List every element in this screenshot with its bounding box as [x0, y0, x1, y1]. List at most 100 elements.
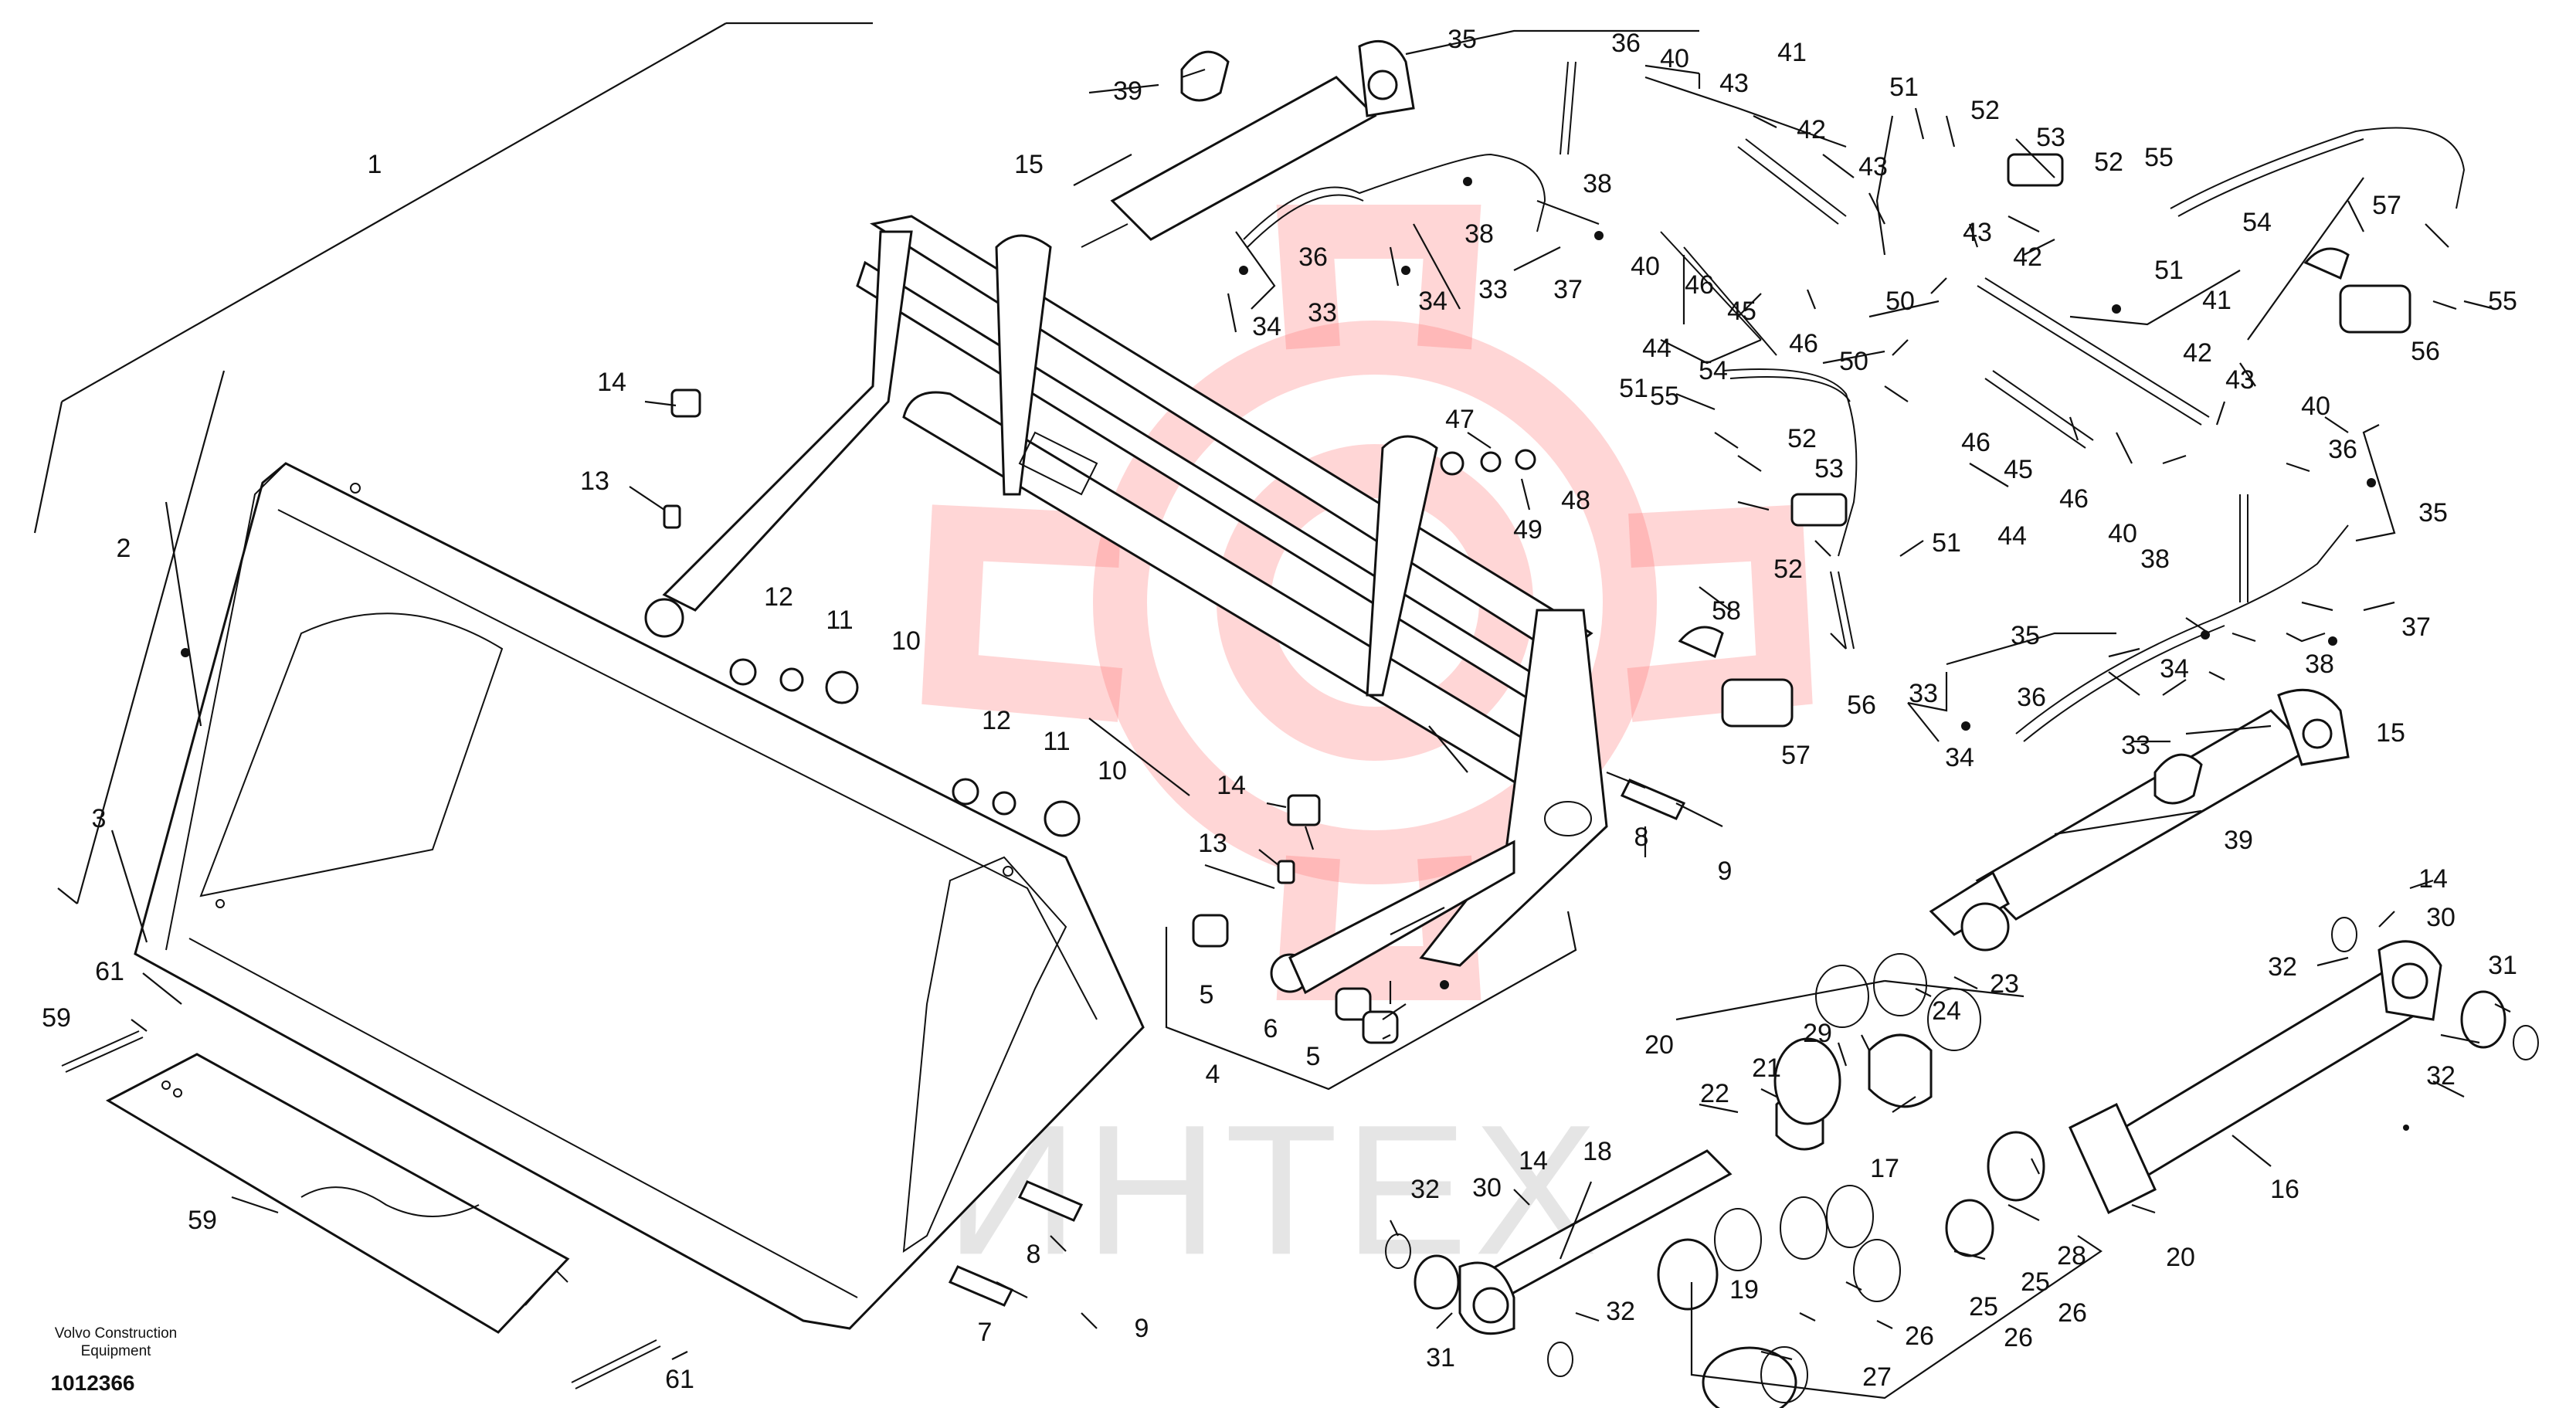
callout-29: 29 — [1803, 1019, 1832, 1048]
callout-55b: 55 — [2488, 287, 2517, 316]
callout-38a: 38 — [1464, 219, 1494, 249]
callout-52d: 52 — [1773, 555, 1803, 584]
fittings — [1678, 153, 2411, 728]
cutting-edge-plate — [105, 1053, 570, 1334]
callout-40b: 40 — [1631, 252, 1660, 281]
callout-26a: 26 — [2004, 1323, 2033, 1352]
callout-2: 2 — [117, 534, 131, 563]
brand-line-2: Equipment — [81, 1343, 152, 1359]
callout-8b: 8 — [1027, 1240, 1041, 1269]
callout-44a: 44 — [1642, 334, 1672, 363]
callout-7: 7 — [978, 1318, 993, 1347]
callout-12b: 12 — [982, 706, 1011, 735]
callout-37a: 37 — [1553, 275, 1583, 304]
callout-36a: 36 — [1611, 29, 1641, 58]
reference-dots — [181, 177, 2409, 1131]
callout-11b: 11 — [1043, 727, 1070, 756]
callout-36b: 36 — [1298, 243, 1328, 272]
callout-23: 23 — [1990, 969, 2019, 999]
small-parts — [663, 388, 1686, 1307]
callout-32b: 32 — [1606, 1297, 1635, 1326]
callout-4: 4 — [1206, 1060, 1220, 1089]
callouts: 1 2 3 4 5 5 6 7 8 8 9 9 10 10 11 11 12 1… — [42, 25, 2517, 1394]
callout-38d: 38 — [2305, 650, 2334, 679]
callout-22: 22 — [1700, 1079, 1729, 1108]
brand-line-1: Volvo Construction — [55, 1325, 177, 1342]
coupler-frame — [644, 215, 1608, 995]
callout-30a: 30 — [1472, 1173, 1502, 1203]
callout-38c: 38 — [2140, 545, 2170, 574]
callout-24: 24 — [1932, 996, 1961, 1026]
bucket — [134, 462, 1145, 1330]
callout-27: 27 — [1862, 1362, 1892, 1392]
callout-46a: 46 — [1685, 270, 1714, 300]
watermark-text: ИНТЕХ — [945, 1086, 1604, 1293]
callout-44b: 44 — [1997, 521, 2027, 551]
tilt-cylinder — [1385, 917, 2539, 1408]
callout-36d: 36 — [2017, 683, 2046, 712]
callout-35a: 35 — [1448, 25, 1477, 54]
callout-15b: 15 — [2376, 718, 2405, 748]
callout-34b: 34 — [1418, 287, 1448, 316]
hoses — [1243, 61, 2466, 742]
callout-43b: 43 — [1858, 152, 1888, 182]
callout-52a: 52 — [1970, 96, 2000, 125]
callout-32d: 32 — [2426, 1061, 2456, 1091]
callout-53a: 53 — [2036, 123, 2065, 152]
callout-43c: 43 — [1963, 218, 1992, 247]
callout-9a: 9 — [1718, 857, 1733, 886]
callout-33d: 33 — [2121, 731, 2150, 760]
coupler-cylinder — [1081, 39, 2350, 952]
callout-57a: 57 — [2372, 191, 2401, 220]
callout-9b: 9 — [1135, 1314, 1149, 1343]
callout-28: 28 — [2057, 1241, 2086, 1271]
callout-56b: 57 — [1781, 741, 1811, 770]
callout-26c: 26 — [1905, 1321, 1934, 1351]
callout-52c: 52 — [1787, 424, 1817, 453]
callout-36c: 36 — [2328, 435, 2357, 464]
callout-15a: 15 — [1014, 150, 1044, 179]
callout-3: 3 — [92, 804, 107, 833]
callout-25a: 25 — [1969, 1292, 1998, 1321]
callout-55d: 56 — [1847, 690, 1876, 720]
callout-33c: 33 — [1909, 679, 1938, 708]
callout-40c: 40 — [2301, 392, 2330, 421]
callout-18: 18 — [1583, 1137, 1612, 1166]
callout-50b: 50 — [1839, 347, 1868, 376]
callout-42b: 42 — [2013, 243, 2042, 272]
callout-1: 1 — [368, 150, 382, 179]
callout-19: 19 — [1729, 1275, 1759, 1305]
drawing-number: 1012366 — [50, 1371, 134, 1395]
callout-54b: 54 — [1699, 356, 1728, 385]
callout-32a: 32 — [1410, 1175, 1440, 1204]
callout-31a: 31 — [1426, 1343, 1455, 1372]
callout-61a: 61 — [95, 957, 124, 986]
watermark-logo — [921, 205, 1813, 1000]
callout-55c: 55 — [1650, 382, 1679, 411]
callout-38b: 38 — [1583, 169, 1612, 198]
callout-39a: 39 — [1113, 76, 1142, 106]
callout-43d: 43 — [2225, 365, 2255, 395]
callout-17: 17 — [1870, 1154, 1899, 1183]
callout-51b: 51 — [2154, 256, 2184, 285]
callout-16: 16 — [2270, 1175, 2299, 1204]
callout-32c: 32 — [2268, 952, 2297, 982]
callout-14b: 14 — [1217, 771, 1246, 800]
spring — [61, 1030, 661, 1389]
callout-33a: 33 — [1308, 298, 1337, 327]
callout-13b: 13 — [1198, 829, 1227, 858]
callout-37b: 37 — [2401, 612, 2431, 642]
callout-54a: 54 — [2242, 208, 2272, 237]
callout-40a: 40 — [1660, 44, 1689, 73]
callout-40d: 40 — [2108, 519, 2137, 548]
callout-35c: 35 — [2011, 621, 2040, 650]
callout-49: 49 — [1513, 515, 1543, 545]
callout-41a: 41 — [1777, 38, 1807, 67]
callout-55a: 55 — [2144, 143, 2174, 172]
callout-5b: 5 — [1306, 1042, 1321, 1071]
callout-34c: 34 — [1945, 743, 1974, 772]
callout-43a: 43 — [1719, 69, 1749, 98]
callout-41b: 41 — [2202, 286, 2232, 315]
callout-57b: 58 — [1712, 596, 1741, 626]
